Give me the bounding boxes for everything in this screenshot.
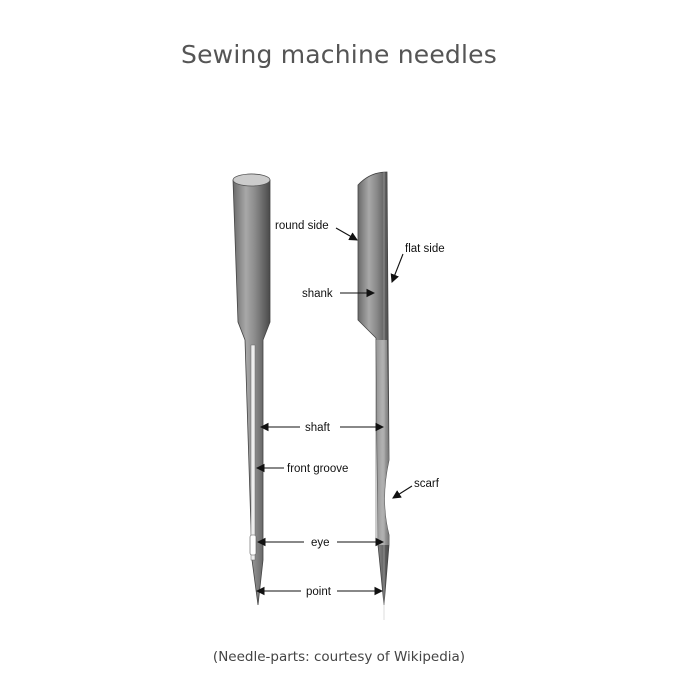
needle-side-view	[357, 171, 390, 620]
label-round-side: round side	[275, 220, 329, 232]
page-title: Sewing machine needles	[181, 40, 497, 69]
pointer-arrows	[255, 227, 413, 596]
label-flat-side: flat side	[405, 243, 445, 255]
label-shank: shank	[302, 288, 333, 300]
front-groove	[250, 344, 256, 561]
label-scarf: scarf	[414, 478, 440, 490]
label-shaft: shaft	[305, 422, 331, 434]
eye	[249, 534, 257, 556]
label-point: point	[306, 586, 332, 598]
figure-caption: (Needle-parts: courtesy of Wikipedia)	[212, 649, 466, 665]
label-front-groove: front groove	[287, 463, 348, 475]
label-eye: eye	[311, 537, 330, 549]
needle-front-view	[232, 173, 271, 606]
